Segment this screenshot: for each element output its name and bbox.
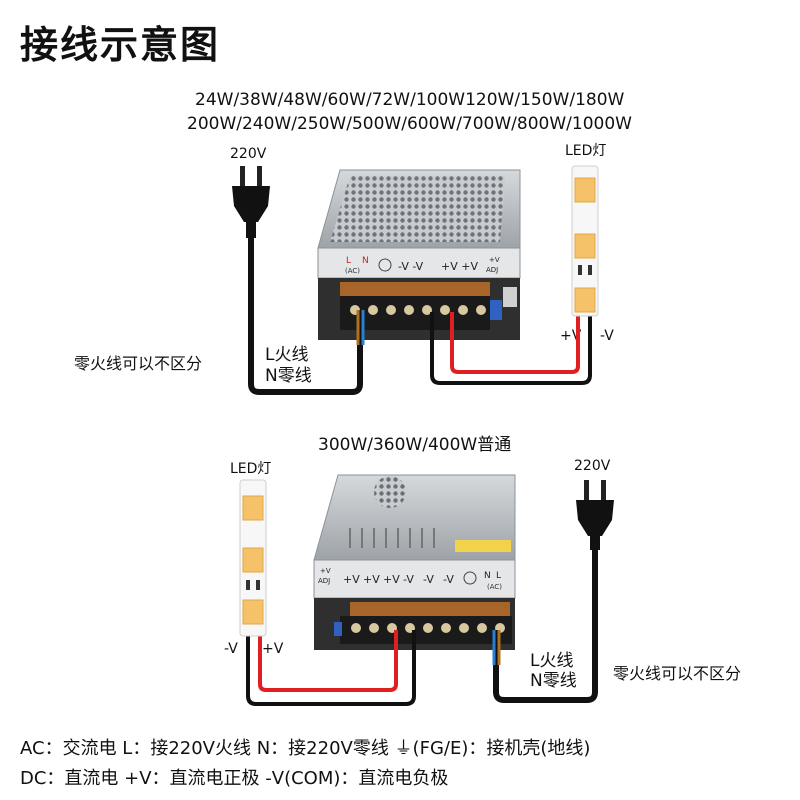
wire-neutral-label-1: N零线 <box>265 366 312 386</box>
terminal-label-minus-1: -V -V <box>398 260 424 273</box>
terminal-label-plus-1: +V +V <box>441 260 478 273</box>
terminal-label-v-2: +V <box>320 567 331 575</box>
note-polarity-1: 零火线可以不区分 <box>74 354 203 373</box>
page-title: 接线示意图 <box>20 23 221 67</box>
wire-black-dc-1 <box>430 312 592 385</box>
led-label-2: LED灯 <box>230 461 272 477</box>
wire-neutral-label-2: N零线 <box>530 671 577 691</box>
terminal-block-1 <box>340 296 490 330</box>
terminal-label-plus-2c: +V <box>383 573 400 586</box>
led-minus-label-2: -V <box>224 641 238 657</box>
led-plus-label-2: +V <box>262 641 284 657</box>
terminal-label-ac-1: (AC) <box>345 267 360 275</box>
led-strip-1 <box>571 165 599 317</box>
terminal-label-N-2: N <box>484 571 491 581</box>
terminal-label-plus-2a: +V <box>343 573 360 586</box>
terminal-label-L-1: L <box>346 256 351 266</box>
led-minus-label-1: -V <box>600 328 614 344</box>
terminal-label-L-2: L <box>496 571 501 581</box>
terminal-label-N-1: N <box>362 256 369 266</box>
capacitor-2 <box>334 622 342 636</box>
mains-voltage-label-1: 220V <box>230 146 267 162</box>
led-strip-2 <box>239 479 267 637</box>
legend-ac: AC：交流电 L：接220V火线 N：接220V零线 ⏚(FG/E)：接机壳(地… <box>20 738 591 759</box>
plug-icon-1 <box>232 166 270 238</box>
models-line-3: 300W/360W/400W普通 <box>318 435 512 455</box>
terminal-label-adj-2: ADJ <box>318 577 330 585</box>
terminal-label-minus-2a: -V <box>403 573 414 586</box>
mains-voltage-label-2: 220V <box>574 458 611 474</box>
plug-icon-2 <box>576 480 614 550</box>
ground-icon-2 <box>463 571 477 585</box>
models-line-2: 200W/240W/250W/500W/600W/700W/800W/1000W <box>187 114 632 134</box>
wire-red-dc-2 <box>258 630 398 692</box>
models-line-1: 24W/38W/48W/60W/72W/100W120W/150W/180W <box>195 90 625 110</box>
led-label-1: LED灯 <box>565 143 607 159</box>
terminal-label-minus-2b: -V <box>423 573 434 586</box>
legend-dc: DC：直流电 +V：直流电正极 -V(COM)：直流电负极 <box>20 768 449 789</box>
wire-black-dc-2 <box>246 630 416 706</box>
terminal-label-plus-2b: +V <box>363 573 380 586</box>
terminal-label-v-1: +V <box>489 256 500 264</box>
led-plus-label-1: +V <box>560 328 582 344</box>
terminal-block-2 <box>340 616 512 644</box>
terminal-label-ac-2: (AC) <box>487 583 502 591</box>
wire-red-dc-1 <box>450 312 580 374</box>
wire-live-label-1: L火线 <box>265 345 309 365</box>
note-polarity-2: 零火线可以不区分 <box>613 664 742 683</box>
ground-icon-1 <box>378 258 392 272</box>
wire-live-label-2: L火线 <box>530 651 574 671</box>
capacitor-1 <box>490 300 502 320</box>
power-supply-1: L N (AC) -V -V +V +V +V ADJ <box>317 169 521 340</box>
terminal-label-minus-2c: -V <box>443 573 454 586</box>
power-supply-2: +V ADJ +V +V +V -V -V -V N L (AC) <box>313 474 516 650</box>
terminal-label-adj-1: ADJ <box>486 266 498 274</box>
